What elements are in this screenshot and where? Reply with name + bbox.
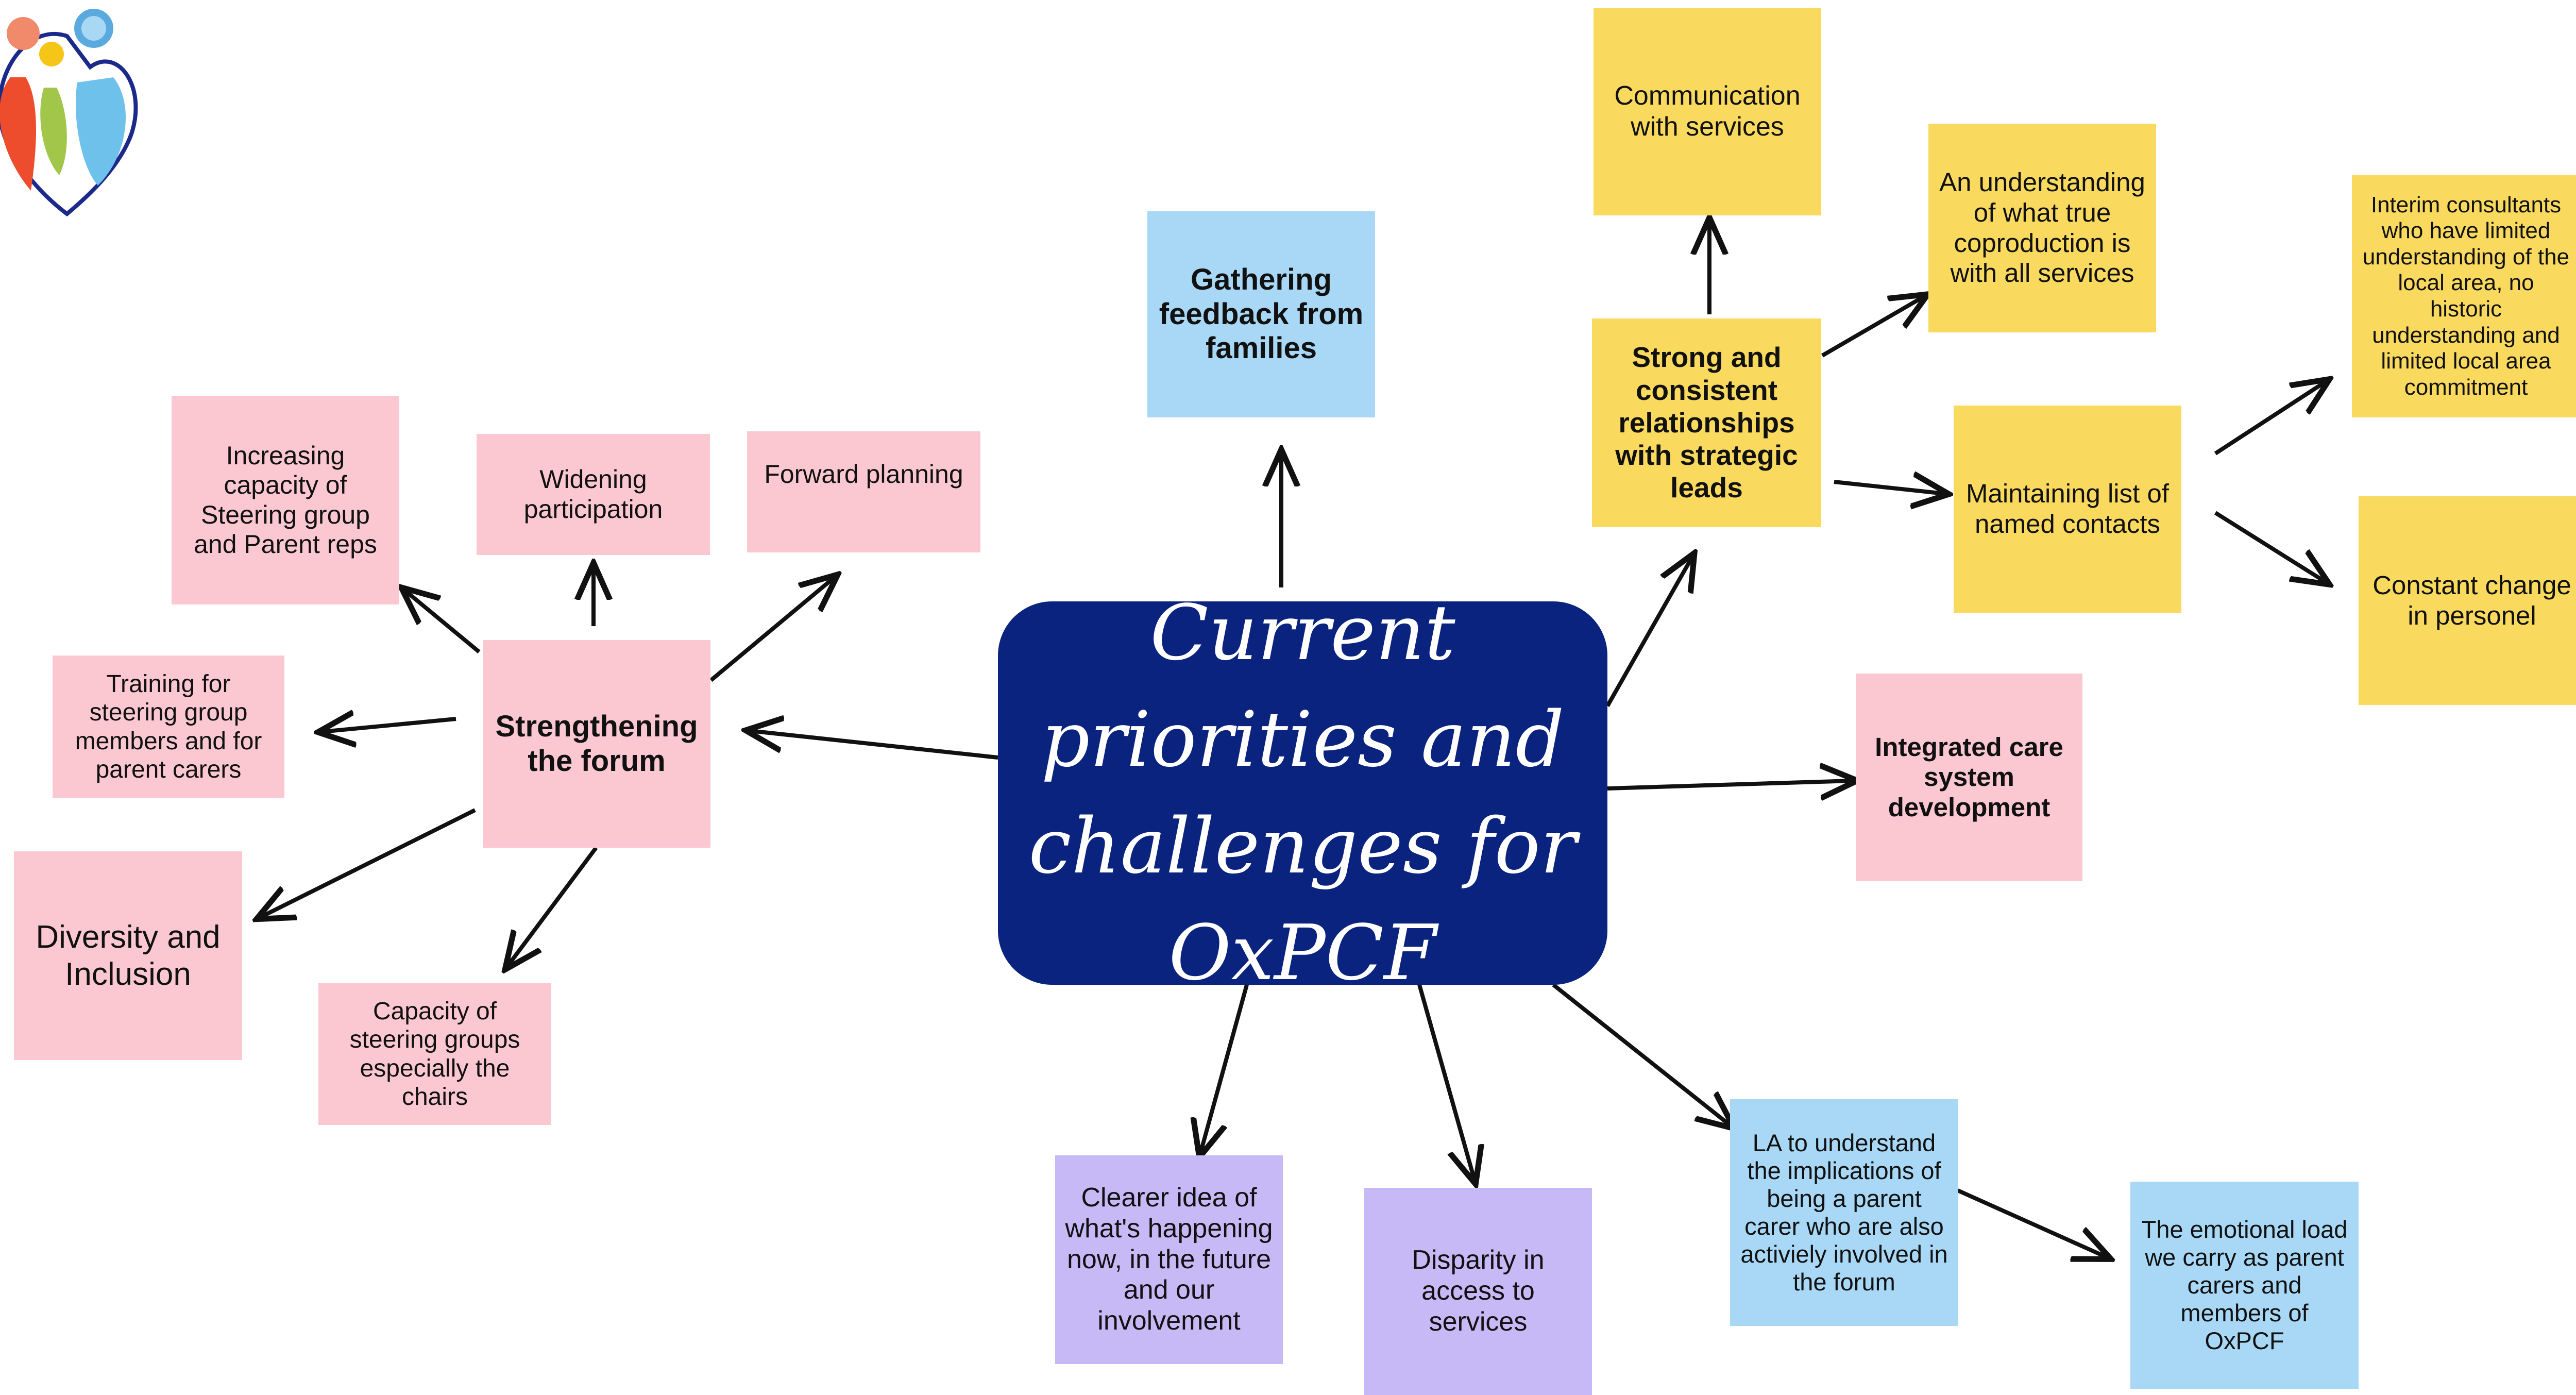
note-forward-planning: Forward planning xyxy=(747,431,980,552)
arrow-center-to-strengthening xyxy=(750,731,998,760)
arrow-strengthening-to-increasing xyxy=(404,590,481,654)
arrow-la-to-emotional xyxy=(1957,1188,2107,1257)
note-gathering-feedback: Gathering feedback from families xyxy=(1147,211,1375,417)
note-la-understand: LA to understand the implications of bei… xyxy=(1730,1099,1958,1326)
central-topic-node: Current priorities and challenges for Ox… xyxy=(998,589,1607,997)
note-increasing-capacity: Increasing capacity of Steering group an… xyxy=(172,396,399,604)
note-strong-relationships: Strong and consistent relationships with… xyxy=(1592,318,1821,527)
note-disparity-access: Disparity in access to services xyxy=(1364,1188,1592,1395)
arrow-center-to-integrated xyxy=(1607,781,1853,788)
note-understanding-coproduction: An understanding of what true coproducti… xyxy=(1928,124,2156,332)
arrow-strengthening-to-capacity xyxy=(507,846,598,966)
note-integrated-care: Integrated care system development xyxy=(1856,674,2082,881)
note-interim-consultants: Interim consultants who have limited und… xyxy=(2352,175,2576,417)
family-heart-logo xyxy=(0,9,138,217)
arrow-center-to-la xyxy=(1552,983,1731,1126)
note-widening-participation: Widening participation xyxy=(477,434,710,555)
note-constant-change: Constant change in personel xyxy=(2359,496,2576,705)
note-communication-with-services: Communication with services xyxy=(1594,8,1821,215)
arrow-maintaining-to-interim xyxy=(2214,381,2326,456)
note-strengthening-forum: Strengthening the forum xyxy=(483,640,710,848)
note-maintaining-contacts: Maintaining list of named contacts xyxy=(1954,406,2181,613)
arrow-strong-to-maintaining xyxy=(1834,482,1945,494)
note-training: Training for steering group members and … xyxy=(53,656,284,798)
note-diversity-inclusion: Diversity and Inclusion xyxy=(14,851,242,1060)
note-clearer-idea: Clearer idea of what's happening now, in… xyxy=(1055,1155,1283,1364)
arrow-strong-to-understanding xyxy=(1821,296,1924,358)
arrow-strengthening-to-diversity xyxy=(260,808,476,917)
arrow-strengthening-to-training xyxy=(322,719,456,732)
arrow-center-to-strong xyxy=(1605,557,1692,707)
arrow-center-to-disparity xyxy=(1417,984,1475,1180)
arrow-strengthening-to-forward xyxy=(709,577,835,682)
note-capacity-chairs: Capacity of steering groups especially t… xyxy=(318,983,551,1125)
arrow-maintaining-to-constant xyxy=(2214,511,2326,582)
note-emotional-load: The emotional load we carry as parent ca… xyxy=(2130,1182,2359,1389)
arrow-center-to-clearer xyxy=(1200,984,1249,1153)
